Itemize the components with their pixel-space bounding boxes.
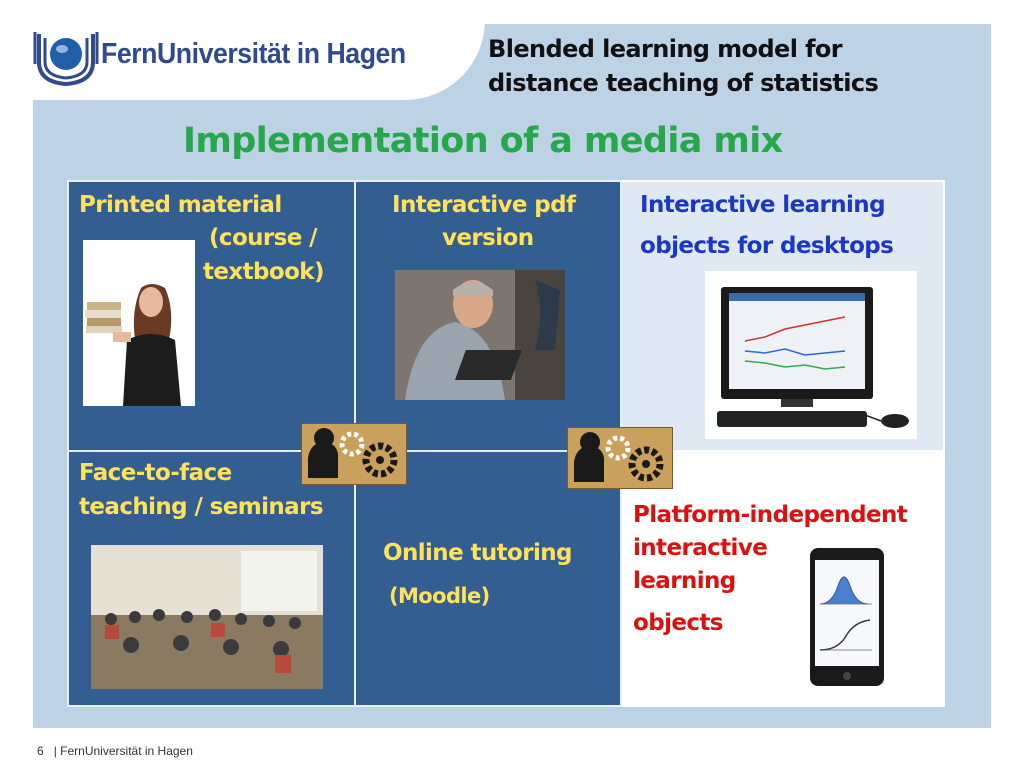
subject-line-1: Blended learning model for: [488, 35, 843, 63]
pdf-label-line-2: version: [442, 225, 534, 251]
cell-face-to-face: Face-to-face teaching / seminars: [67, 452, 356, 707]
gear-link-icon-right: [567, 427, 673, 489]
footer-separator: |: [53, 744, 57, 758]
gear-link-icon-left: [301, 423, 407, 485]
platform-label-line-4: objects: [633, 610, 723, 636]
logo-text: FernUniversität in Hagen: [101, 38, 406, 70]
face-label-line-2: teaching / seminars: [79, 494, 324, 520]
seminar-room-photo: [91, 545, 323, 689]
online-label-line-2: (Moodle): [389, 584, 490, 608]
subject-line-2: distance teaching of statistics: [488, 69, 879, 97]
globe-logo-icon: [33, 32, 99, 87]
printed-label-line-2: (course /: [209, 225, 318, 251]
cell-desktop-learning-objects: Interactive learning objects for desktop…: [622, 180, 945, 452]
media-mix-grid: Printed material (course / textbook) Int…: [67, 180, 945, 707]
online-label-line-1: Online tutoring: [383, 540, 573, 566]
man-at-laptop-photo: [395, 270, 565, 400]
student-with-books-photo: [83, 240, 195, 406]
desktop-label-line-2: objects for desktops: [640, 233, 894, 259]
slide-footer: 6 | FernUniversität in Hagen: [37, 744, 193, 758]
face-label-line-1: Face-to-face: [79, 460, 232, 486]
cell-interactive-pdf: Interactive pdf version: [356, 180, 622, 452]
footer-institution: FernUniversität in Hagen: [60, 744, 193, 758]
platform-label-line-2: interactive: [633, 535, 768, 561]
printed-label-line-3: textbook): [203, 259, 325, 285]
smartphone-image: [808, 546, 886, 688]
printed-label-line-1: Printed material: [79, 192, 282, 218]
platform-label-line-1: Platform-independent: [633, 502, 908, 528]
platform-label-line-3: learning: [633, 568, 736, 594]
slide-title: Implementation of a media mix: [183, 121, 783, 161]
cell-platform-independent: Platform-independent interactive learnin…: [622, 452, 945, 707]
university-logo: FernUniversität in Hagen: [33, 28, 406, 88]
cell-online-tutoring: Online tutoring (Moodle): [356, 452, 622, 707]
desktop-computer-image: [705, 271, 917, 439]
pdf-label-line-1: Interactive pdf: [392, 192, 576, 218]
slide-subject: Blended learning model for distance teac…: [488, 32, 879, 100]
page-number: 6: [37, 744, 44, 758]
cell-printed-material: Printed material (course / textbook): [67, 180, 356, 452]
desktop-label-line-1: Interactive learning: [640, 192, 886, 218]
